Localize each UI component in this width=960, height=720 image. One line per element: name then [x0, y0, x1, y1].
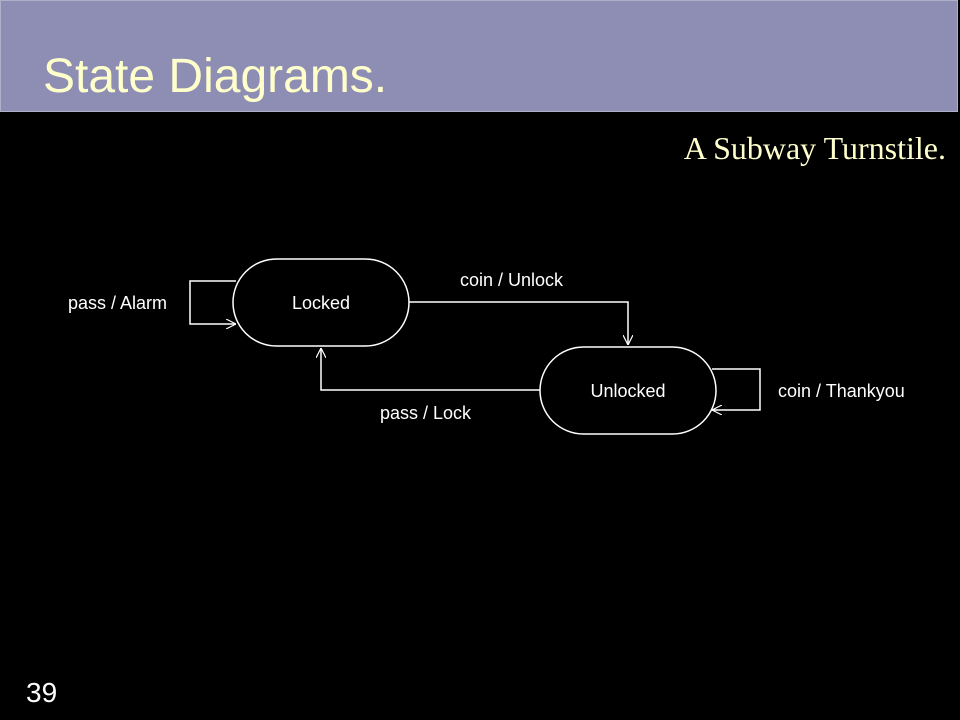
title-bar: State Diagrams. [0, 0, 958, 112]
slide-title: State Diagrams. [43, 50, 388, 103]
transition-locked-self-arrow [189, 280, 236, 324]
transition-unlocked-self: coin / Thankyou [712, 368, 905, 410]
transition-locked-to-unlocked-label: coin / Unlock [460, 270, 564, 290]
transition-locked-to-unlocked-arrow [409, 301, 628, 345]
transition-locked-self: pass / Alarm [68, 280, 236, 324]
state-unlocked-label: Unlocked [590, 381, 665, 401]
transition-unlocked-to-locked: pass / Lock [321, 348, 540, 423]
transition-locked-to-unlocked: coin / Unlock [409, 270, 628, 345]
slide-number: 39 [26, 677, 58, 708]
state-locked-label: Locked [292, 293, 350, 313]
transition-locked-self-label: pass / Alarm [68, 293, 167, 313]
transition-unlocked-self-label: coin / Thankyou [778, 381, 905, 401]
transition-unlocked-to-locked-arrow [321, 348, 540, 391]
transition-unlocked-to-locked-label: pass / Lock [380, 403, 472, 423]
transition-unlocked-self-arrow [712, 368, 761, 410]
state-locked: Locked [232, 258, 410, 347]
slide-subtitle: A Subway Turnstile. [683, 130, 946, 166]
state-unlocked: Unlocked [539, 346, 717, 435]
